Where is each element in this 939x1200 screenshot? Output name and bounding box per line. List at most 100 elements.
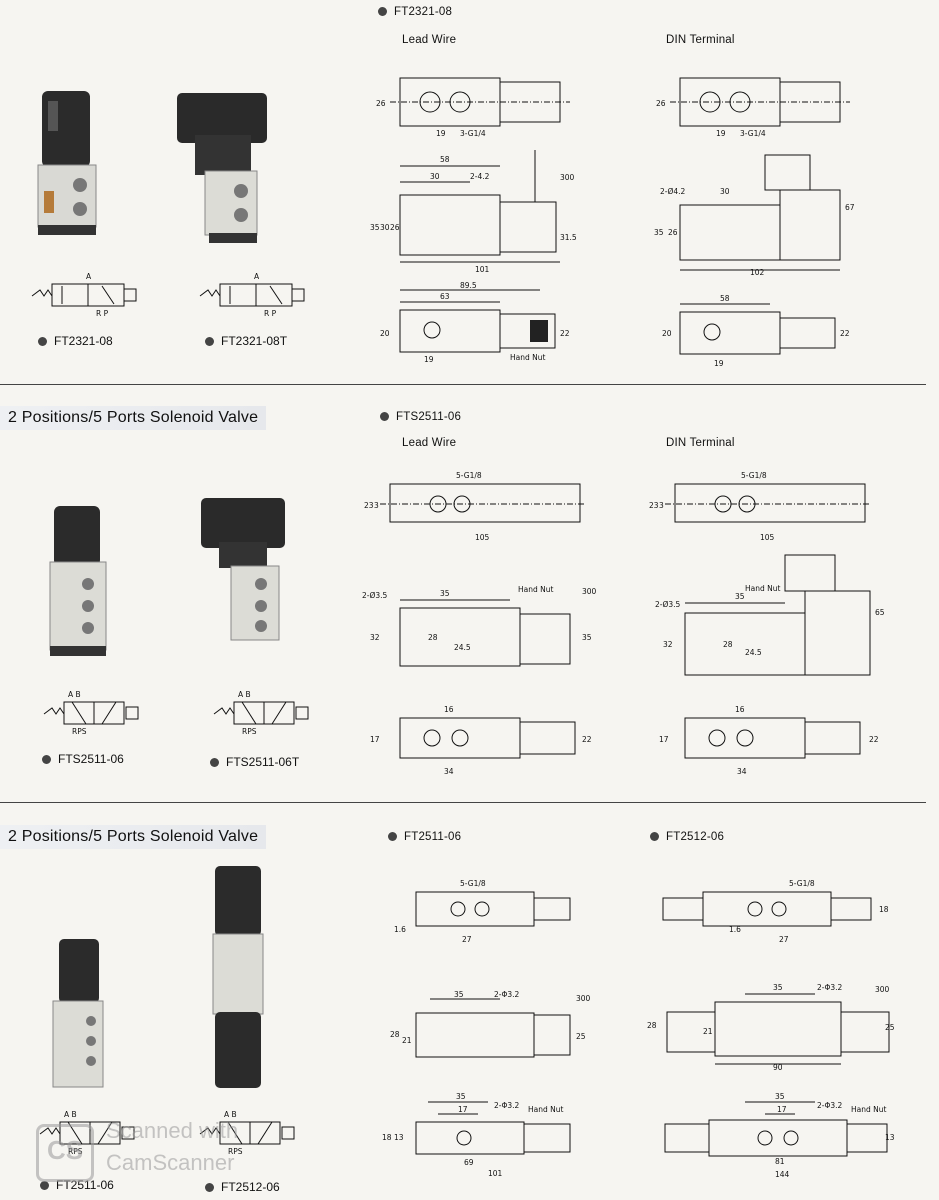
svg-text:34: 34 — [444, 767, 454, 776]
drawing-fts-lw-top: 5-G1/8 23 3 105 — [364, 471, 585, 542]
svg-text:13: 13 — [885, 1133, 895, 1142]
product-label-ft2512-06: FT2512-06 — [205, 1180, 280, 1194]
drawing-ft2511-bottom: 35 17 2-Φ3.2 Hand Nut 18 13 69 101 — [382, 1092, 571, 1178]
svg-text:20: 20 — [380, 329, 390, 338]
svg-text:300: 300 — [875, 985, 890, 994]
camscanner-logo-icon — [36, 1124, 94, 1182]
svg-text:24.5: 24.5 — [454, 643, 471, 652]
svg-text:17: 17 — [370, 735, 380, 744]
section-divider-2 — [0, 802, 926, 803]
product-label-fts2511-06t: FTS2511-06T — [210, 755, 299, 769]
svg-text:30: 30 — [720, 187, 730, 196]
svg-text:17: 17 — [777, 1105, 787, 1114]
svg-text:35: 35 — [654, 228, 664, 237]
drawing-fts-din-top: 5-G1/8 23 3 105 — [649, 471, 870, 542]
svg-text:25: 25 — [576, 1032, 586, 1041]
symbol-5port-1: A B RPS — [43, 690, 139, 736]
svg-text:5-G1/8: 5-G1/8 — [789, 879, 815, 888]
svg-text:2-Ø3.5: 2-Ø3.5 — [362, 591, 388, 600]
svg-text:26: 26 — [376, 99, 386, 108]
svg-text:63: 63 — [440, 292, 450, 301]
bullet-icon — [205, 337, 214, 346]
drawing-lw-side: 58 30 2-4.2 35 30 26 31.5 300 101 — [370, 150, 577, 274]
svg-text:2-Ø3.5: 2-Ø3.5 — [655, 600, 681, 609]
svg-text:90: 90 — [773, 1063, 783, 1072]
model-header-ft2511-06: FT2511-06 — [388, 831, 461, 843]
svg-text:32: 32 — [663, 640, 673, 649]
svg-text:58: 58 — [440, 155, 450, 164]
watermark-line-2: CamScanner — [106, 1150, 235, 1175]
svg-text:RPS: RPS — [228, 1147, 243, 1156]
svg-text:26: 26 — [656, 99, 666, 108]
drawing-fts-din-side: 2-Ø3.5 35 Hand Nut 32 28 24.5 65 — [655, 554, 885, 676]
svg-text:2-Φ3.2: 2-Φ3.2 — [817, 1101, 843, 1110]
svg-text:16: 16 — [444, 705, 454, 714]
product-label-fts2511-06: FTS2511-06 — [42, 752, 124, 766]
svg-text:300: 300 — [576, 994, 591, 1003]
svg-text:18: 18 — [879, 905, 889, 914]
svg-text:Hand Nut: Hand Nut — [745, 584, 780, 593]
svg-text:3-G1/4: 3-G1/4 — [740, 129, 766, 138]
svg-text:31.5: 31.5 — [560, 233, 577, 242]
svg-text:1.6: 1.6 — [394, 925, 406, 934]
bullet-icon — [38, 337, 47, 346]
svg-text:20: 20 — [662, 329, 672, 338]
svg-text:24.5: 24.5 — [745, 648, 762, 657]
drawing-din-bottom: 58 20 22 19 — [662, 294, 850, 368]
svg-text:25: 25 — [885, 1023, 895, 1032]
svg-text:26: 26 — [668, 228, 678, 237]
svg-text:101: 101 — [475, 265, 490, 274]
col-lead-wire: Lead Wire — [402, 34, 457, 46]
svg-text:5-G1/8: 5-G1/8 — [456, 471, 482, 480]
svg-text:67: 67 — [845, 203, 855, 212]
svg-text:RPS: RPS — [72, 727, 87, 736]
drawing-din-top: 26 19 3-G1/4 — [656, 77, 850, 138]
svg-text:105: 105 — [475, 533, 490, 542]
symbol-5port-2: A B RPS — [213, 690, 309, 736]
svg-text:34: 34 — [737, 767, 747, 776]
svg-text:22: 22 — [869, 735, 879, 744]
svg-text:23: 23 — [364, 501, 374, 510]
product-label-ft2321-08: FT2321-08 — [38, 334, 113, 348]
svg-text:22: 22 — [840, 329, 850, 338]
watermark-line-1: Scanned with — [106, 1118, 239, 1143]
svg-text:3: 3 — [659, 501, 664, 510]
valve-photo-ft2321-08 — [37, 91, 97, 235]
svg-text:17: 17 — [659, 735, 669, 744]
drawing-fts-lw-side: 2-Ø3.5 35 Hand Nut 300 32 28 24.5 35 — [362, 585, 597, 667]
svg-text:28: 28 — [428, 633, 438, 642]
svg-text:2-Φ3.2: 2-Φ3.2 — [817, 983, 843, 992]
svg-text:Hand Nut: Hand Nut — [851, 1105, 886, 1114]
svg-text:19: 19 — [436, 129, 446, 138]
drawing-ft2511-top: 5-G1/8 1.6 27 — [394, 879, 571, 944]
bullet-icon — [210, 758, 219, 767]
svg-text:A B: A B — [224, 1110, 237, 1119]
svg-text:35: 35 — [456, 1092, 466, 1101]
svg-text:30: 30 — [380, 223, 390, 232]
svg-text:A B: A B — [238, 690, 251, 699]
svg-text:5-G1/8: 5-G1/8 — [741, 471, 767, 480]
svg-text:28: 28 — [647, 1021, 657, 1030]
svg-text:3-G1/4: 3-G1/4 — [460, 129, 486, 138]
valve-photo-ft2321-08t — [177, 93, 267, 243]
drawing-fts-din-bottom: 16 34 17 22 — [659, 705, 879, 776]
bullet-icon — [42, 755, 51, 764]
svg-text:32: 32 — [370, 633, 380, 642]
svg-text:2-Φ3.2: 2-Φ3.2 — [494, 1101, 520, 1110]
svg-text:35: 35 — [773, 983, 783, 992]
model-header-fts2511-06: FTS2511-06 — [380, 411, 461, 423]
col-din-terminal-2: DIN Terminal — [666, 437, 735, 449]
svg-text:144: 144 — [775, 1170, 790, 1179]
drawing-din-side: 2-Ø4.2 30 35 26 67 102 — [654, 154, 855, 277]
svg-text:16: 16 — [735, 705, 745, 714]
drawing-ft2512-bottom: 35 17 2-Φ3.2 Hand Nut 13 81 144 — [664, 1092, 895, 1179]
svg-text:Hand Nut: Hand Nut — [528, 1105, 563, 1114]
svg-text:35: 35 — [735, 592, 745, 601]
symbol-3port-1: A R P — [31, 272, 137, 318]
symbol-3port-2: A R P — [199, 272, 305, 318]
svg-text:89.5: 89.5 — [460, 281, 477, 290]
svg-text:27: 27 — [779, 935, 789, 944]
svg-text:A B: A B — [64, 1110, 77, 1119]
section-title-2: 2 Positions/5 Ports Solenoid Valve — [0, 406, 267, 430]
svg-text:22: 22 — [560, 329, 570, 338]
